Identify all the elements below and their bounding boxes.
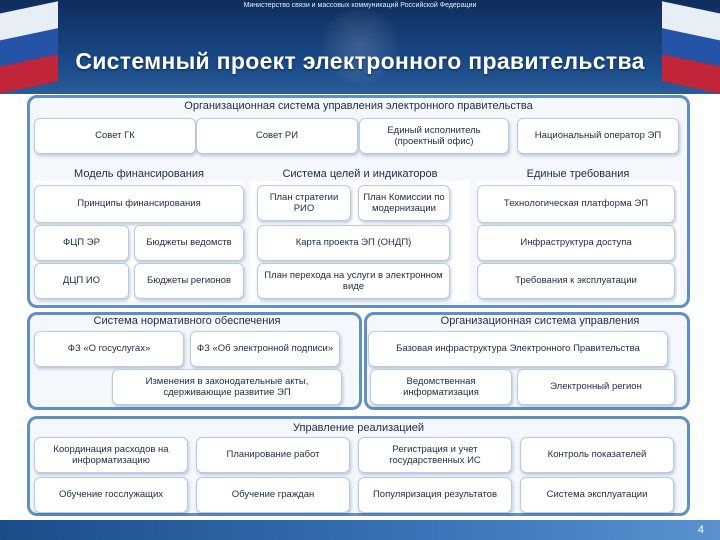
fcp-er-box: ФЦП ЭР [34,225,129,261]
impl-row1-box: Планирование работ [196,437,350,473]
council-gk-box: Совет ГК [34,118,196,154]
impl-row1-box: Контроль показателей [520,437,674,473]
implementation-title: Управление реализацией [27,422,690,434]
fz-signature-box: ФЗ «Об электронной подписи» [190,331,340,367]
budgets-departments-box: Бюджеты ведомств [134,225,244,261]
normative-title: Система нормативного обеспечения [27,315,347,327]
dcp-io-box: ДЦП ИО [34,263,129,299]
tech-platform-box: Технологическая платформа ЭП [477,185,675,223]
impl-row2-box: Система эксплуатации [520,477,674,513]
goals-title: Система целей и индикаторов [250,168,470,180]
org-management-title: Организационная система управления [390,315,690,327]
impl-row2-box: Популяризация результатов [358,477,512,513]
project-map-box: Карта проекта ЭП (ОНДП) [257,225,450,261]
single-executor-box: Единый исполнитель (проектный офис) [359,118,509,154]
operation-req-box: Требования к эксплуатации [477,263,675,299]
page-title: Системный проект электронного правительс… [0,48,720,75]
page-number: 4 [698,524,704,536]
departmental-box: Ведомственная информатизация [370,369,512,405]
impl-row2-box: Обучение граждан [196,477,350,513]
budgets-regions-box: Бюджеты регионов [134,263,244,299]
base-infra-box: Базовая инфраструктура Электронного Прав… [368,331,668,367]
national-operator-box: Национальный оператор ЭП [517,118,679,154]
org-system-title: Организационная система управления элект… [27,100,690,112]
impl-row1-box: Регистрация и учет государственных ИС [358,437,512,473]
footer-bar [0,520,720,540]
transition-plan-box: План перехода на услуги в электронном ви… [257,263,450,299]
header-banner: Министерство связи и массовых коммуникац… [0,0,720,94]
impl-row2-box: Обучение госслужащих [34,477,188,513]
financing-title: Модель финансирования [34,168,244,180]
financing-principles-box: Принципы финансирования [34,185,244,223]
strategy-plan-box: План стратегии РИО [257,185,351,221]
ministry-name: Министерство связи и массовых коммуникац… [0,2,720,9]
impl-row1-box: Координация расходов на информатизацию [34,437,188,473]
requirements-title: Единые требования [476,168,680,180]
access-infra-box: Инфраструктура доступа [477,225,675,261]
e-region-box: Электронный регион [517,369,675,405]
law-changes-box: Изменения в законодательные акты, сдержи… [112,369,342,405]
fz-services-box: ФЗ «О госуслугах» [34,331,184,367]
commission-plan-box: План Комиссии по модернизации [358,185,450,221]
council-ri-box: Совет РИ [196,118,358,154]
